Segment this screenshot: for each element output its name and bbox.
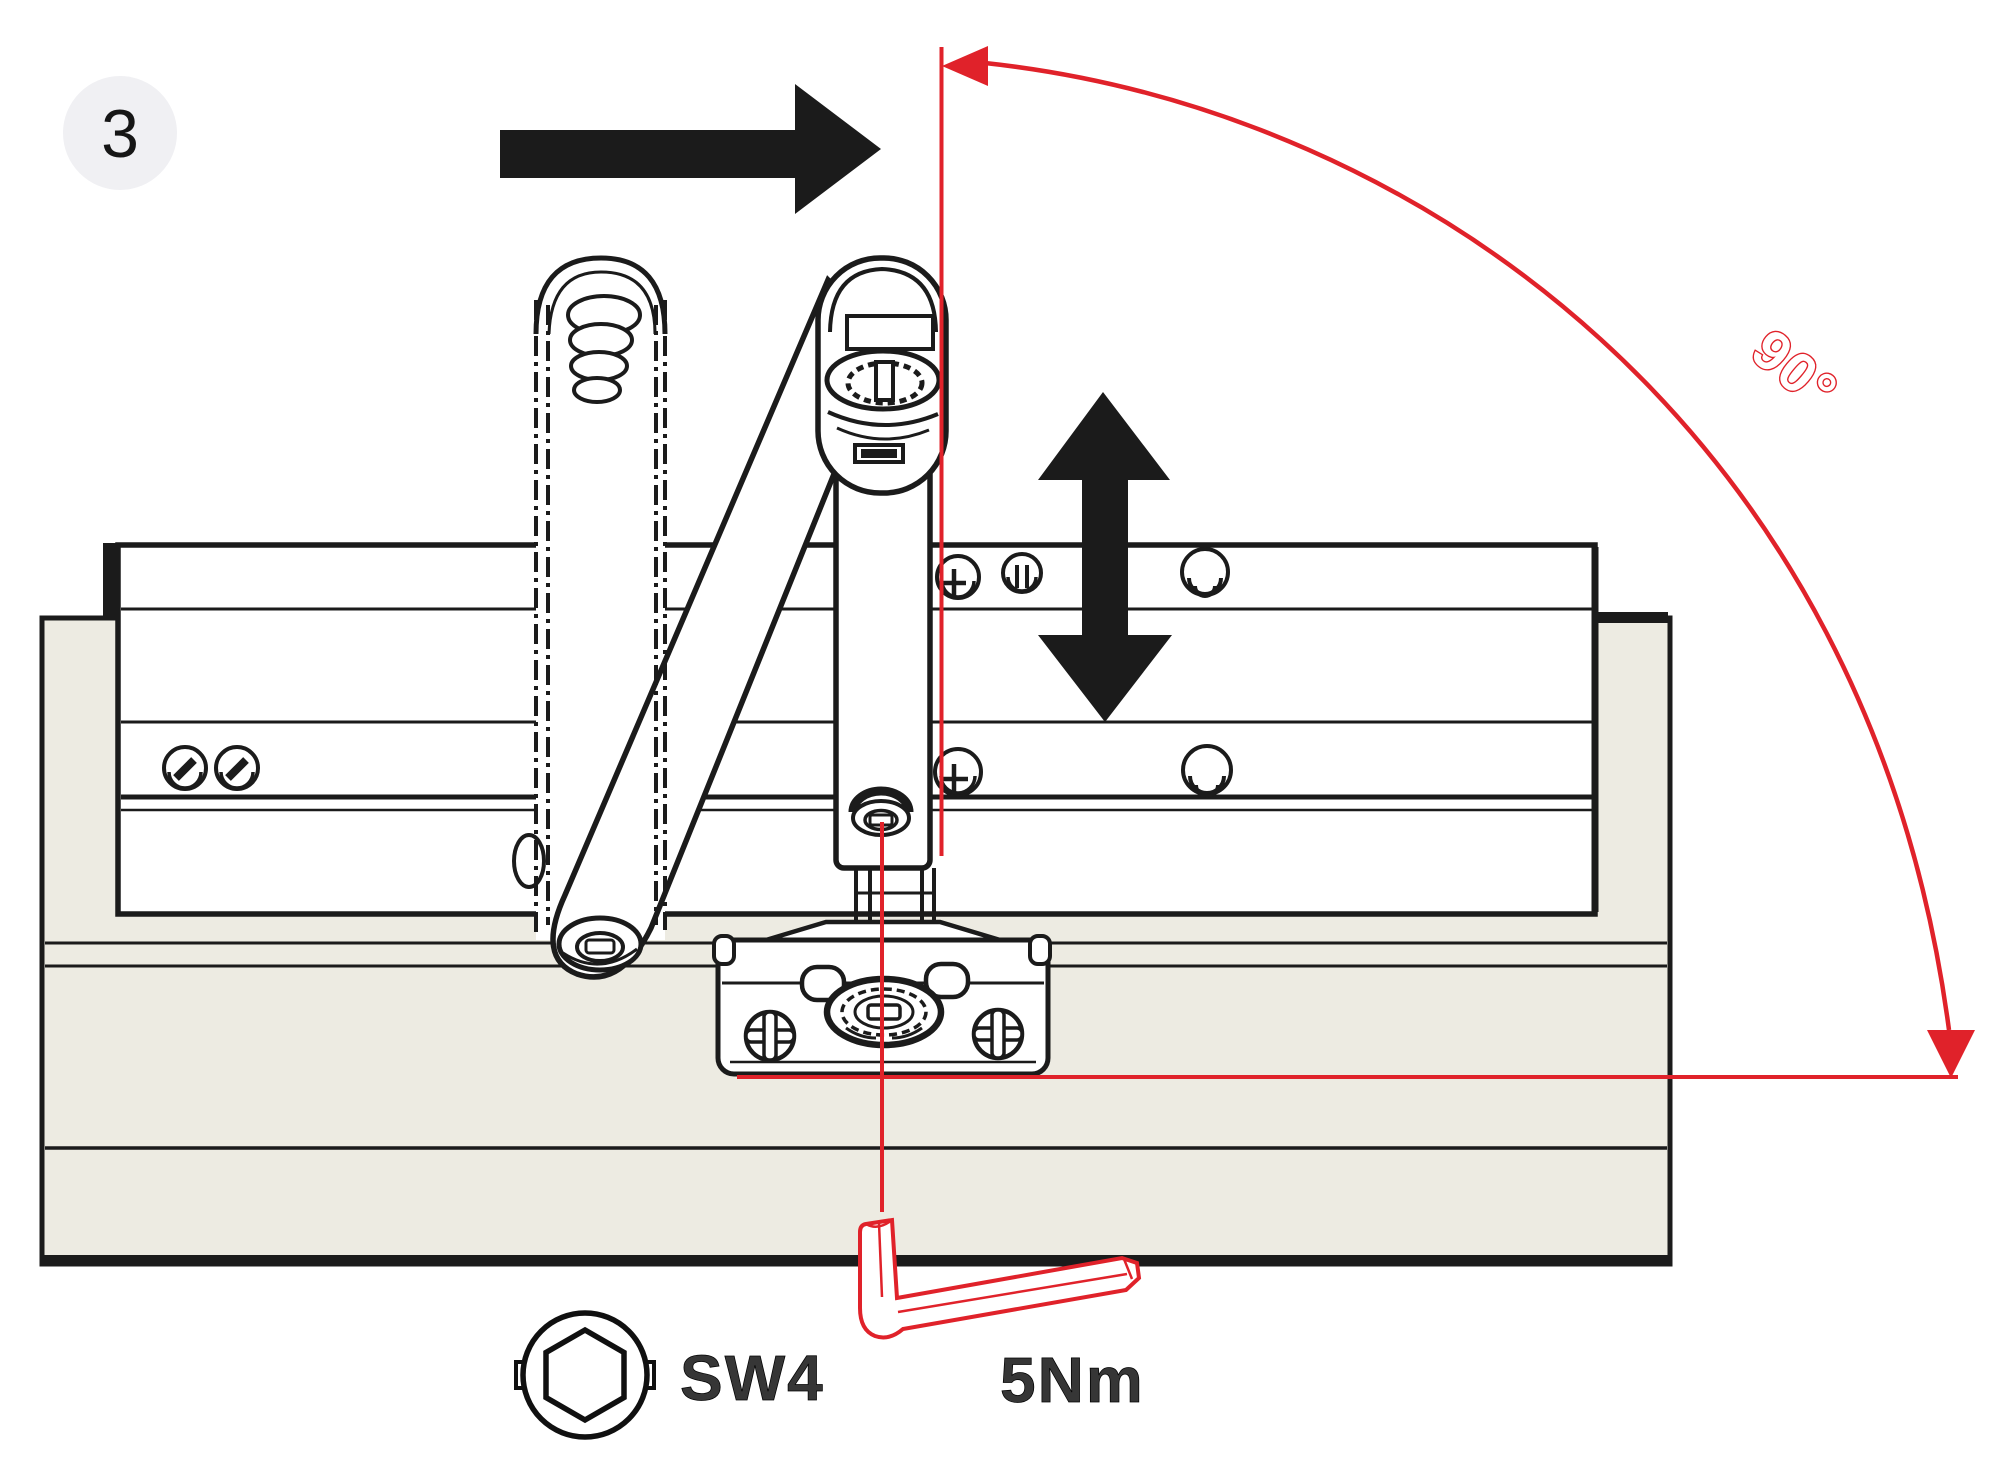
torque-label: 5Nm	[1000, 1344, 1145, 1416]
height-adjust-arrow-icon	[1038, 392, 1172, 722]
arc-start-arrowhead	[942, 46, 988, 86]
rail-screws	[162, 547, 1233, 798]
plate-phillips-screw	[971, 1007, 1025, 1061]
lever-arm	[550, 275, 892, 980]
step-badge: 3	[63, 76, 177, 190]
hex-socket-icon	[514, 1310, 656, 1440]
rotation-arc	[984, 60, 1952, 1031]
slotted-screw	[214, 745, 260, 791]
arc-end-arrowhead	[1927, 1030, 1975, 1078]
cam-screw	[1180, 547, 1230, 598]
ghost-arm-outline-dashes	[534, 300, 667, 936]
cam-screw	[1181, 744, 1233, 798]
phillips-screw	[935, 554, 981, 600]
step-number: 3	[101, 96, 139, 172]
plate-phillips-screw	[743, 1009, 797, 1063]
allen-key-icon	[858, 1217, 1142, 1340]
tool-size-label: SW4	[680, 1342, 825, 1414]
ghost-arm-screw	[512, 833, 546, 889]
phillips-screw	[933, 747, 983, 797]
hinge-pin-left	[799, 964, 847, 1003]
clamp-screw-boss	[848, 786, 914, 813]
push-direction-arrow-icon	[500, 84, 881, 214]
angle-label: 90°	[1740, 317, 1850, 424]
slotted-screw	[162, 745, 208, 791]
hinge-pin-right	[923, 961, 971, 1000]
double-slot-screw	[1001, 552, 1043, 594]
